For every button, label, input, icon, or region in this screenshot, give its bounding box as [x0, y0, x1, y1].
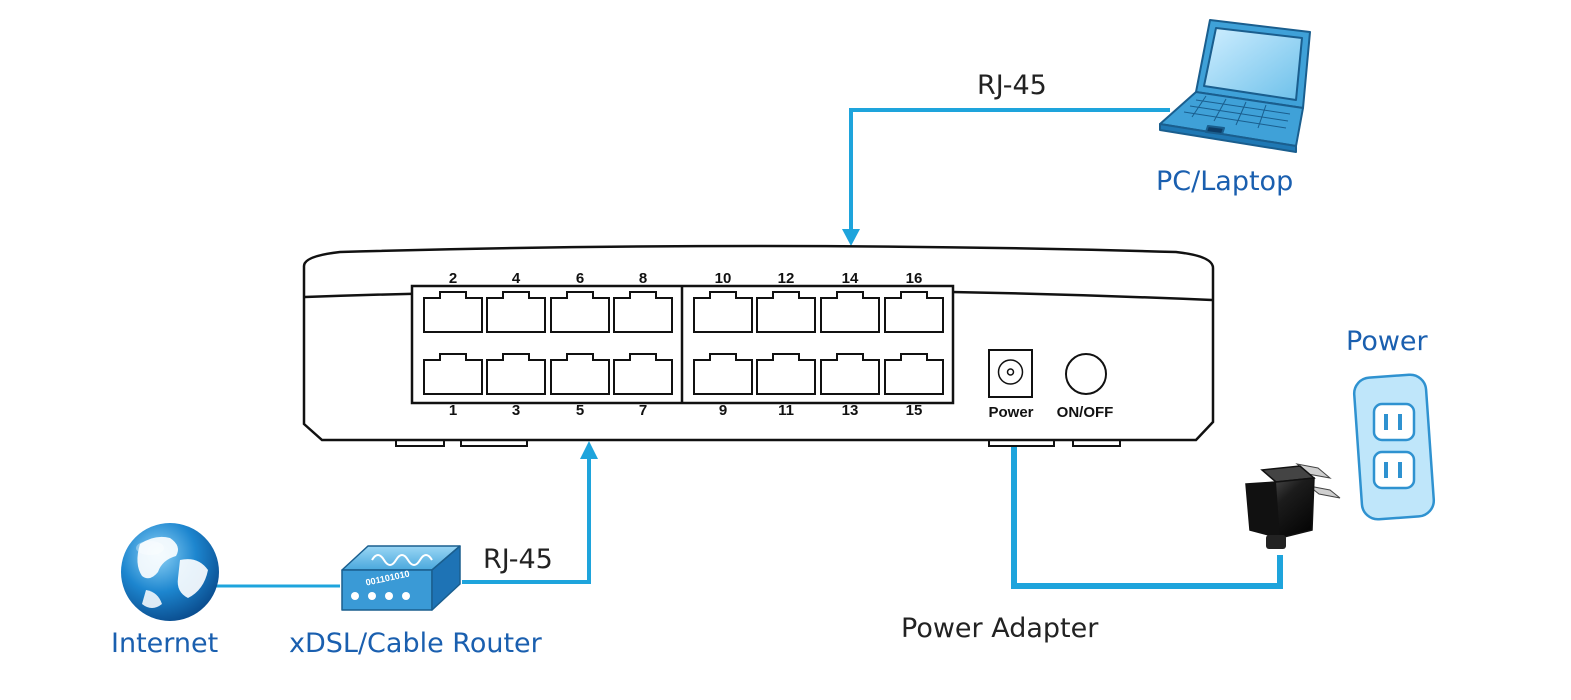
rj45-port-bottom: [693, 353, 753, 395]
rj45-port-bottom: [613, 353, 673, 395]
laptop-icon: [1159, 19, 1311, 153]
internet-label: Internet: [111, 628, 219, 659]
port-number-top: 14: [842, 270, 859, 287]
router-icon: 001101010: [341, 545, 461, 611]
port-number-top: 4: [512, 270, 521, 287]
rj45-port-top: [423, 291, 483, 333]
port-number-top: 10: [715, 270, 732, 287]
rj45-port-bottom: [884, 353, 944, 395]
power-outlet-label: Power: [1346, 326, 1428, 357]
rj45-port-bottom: [820, 353, 880, 395]
port-number-bottom: 13: [842, 402, 859, 419]
laptop-cable: [849, 108, 1170, 232]
rj45-port-top: [613, 291, 673, 333]
port-number-top: 6: [576, 270, 584, 287]
pc-laptop-label: PC/Laptop: [1156, 166, 1294, 197]
power-adapter-label: Power Adapter: [901, 613, 1099, 644]
rj45-port-top: [550, 291, 610, 333]
globe-icon: [121, 523, 219, 621]
port-number-top: 8: [639, 270, 647, 287]
rj45-port-top: [820, 291, 880, 333]
wall-outlet-icon: [1352, 373, 1436, 521]
router-label: xDSL/Cable Router: [289, 628, 542, 659]
rj45-port-top: [693, 291, 753, 333]
port-number-top: 12: [778, 270, 795, 287]
onoff-button: [1065, 353, 1107, 395]
port-number-bottom: 11: [778, 402, 794, 419]
rj45-port-top: [486, 291, 546, 333]
port-number-bottom: 15: [906, 402, 923, 419]
rj45-port-bottom: [486, 353, 546, 395]
port-number-top: 16: [906, 270, 923, 287]
rj45-port-top: [756, 291, 816, 333]
power-plug-icon: [1245, 463, 1341, 549]
rj45-top-label: RJ-45: [977, 70, 1047, 101]
rj45-port-top: [884, 291, 944, 333]
port-number-bottom: 1: [449, 402, 457, 419]
arrow-down-icon: [842, 229, 860, 246]
rj45-port-bottom: [550, 353, 610, 395]
power-jack-pin: [1006, 368, 1015, 376]
rj45-port-bottom: [423, 353, 483, 395]
rj45-port-bottom: [756, 353, 816, 395]
port-number-top: 2: [449, 270, 457, 287]
power-jack: [988, 349, 1033, 398]
port-number-bottom: 3: [512, 402, 520, 419]
port-number-bottom: 5: [576, 402, 584, 419]
rj45-bottom-label: RJ-45: [483, 544, 553, 575]
port-number-bottom: 9: [719, 402, 727, 419]
port-number-bottom: 7: [639, 402, 647, 419]
router-cable: [462, 456, 591, 584]
power-jack-label: Power: [988, 404, 1033, 421]
power-jack-ring: [997, 359, 1024, 385]
arrow-up-icon: [580, 441, 598, 459]
onoff-label: ON/OFF: [1057, 404, 1114, 421]
power-adapter-cable: [1011, 440, 1283, 589]
